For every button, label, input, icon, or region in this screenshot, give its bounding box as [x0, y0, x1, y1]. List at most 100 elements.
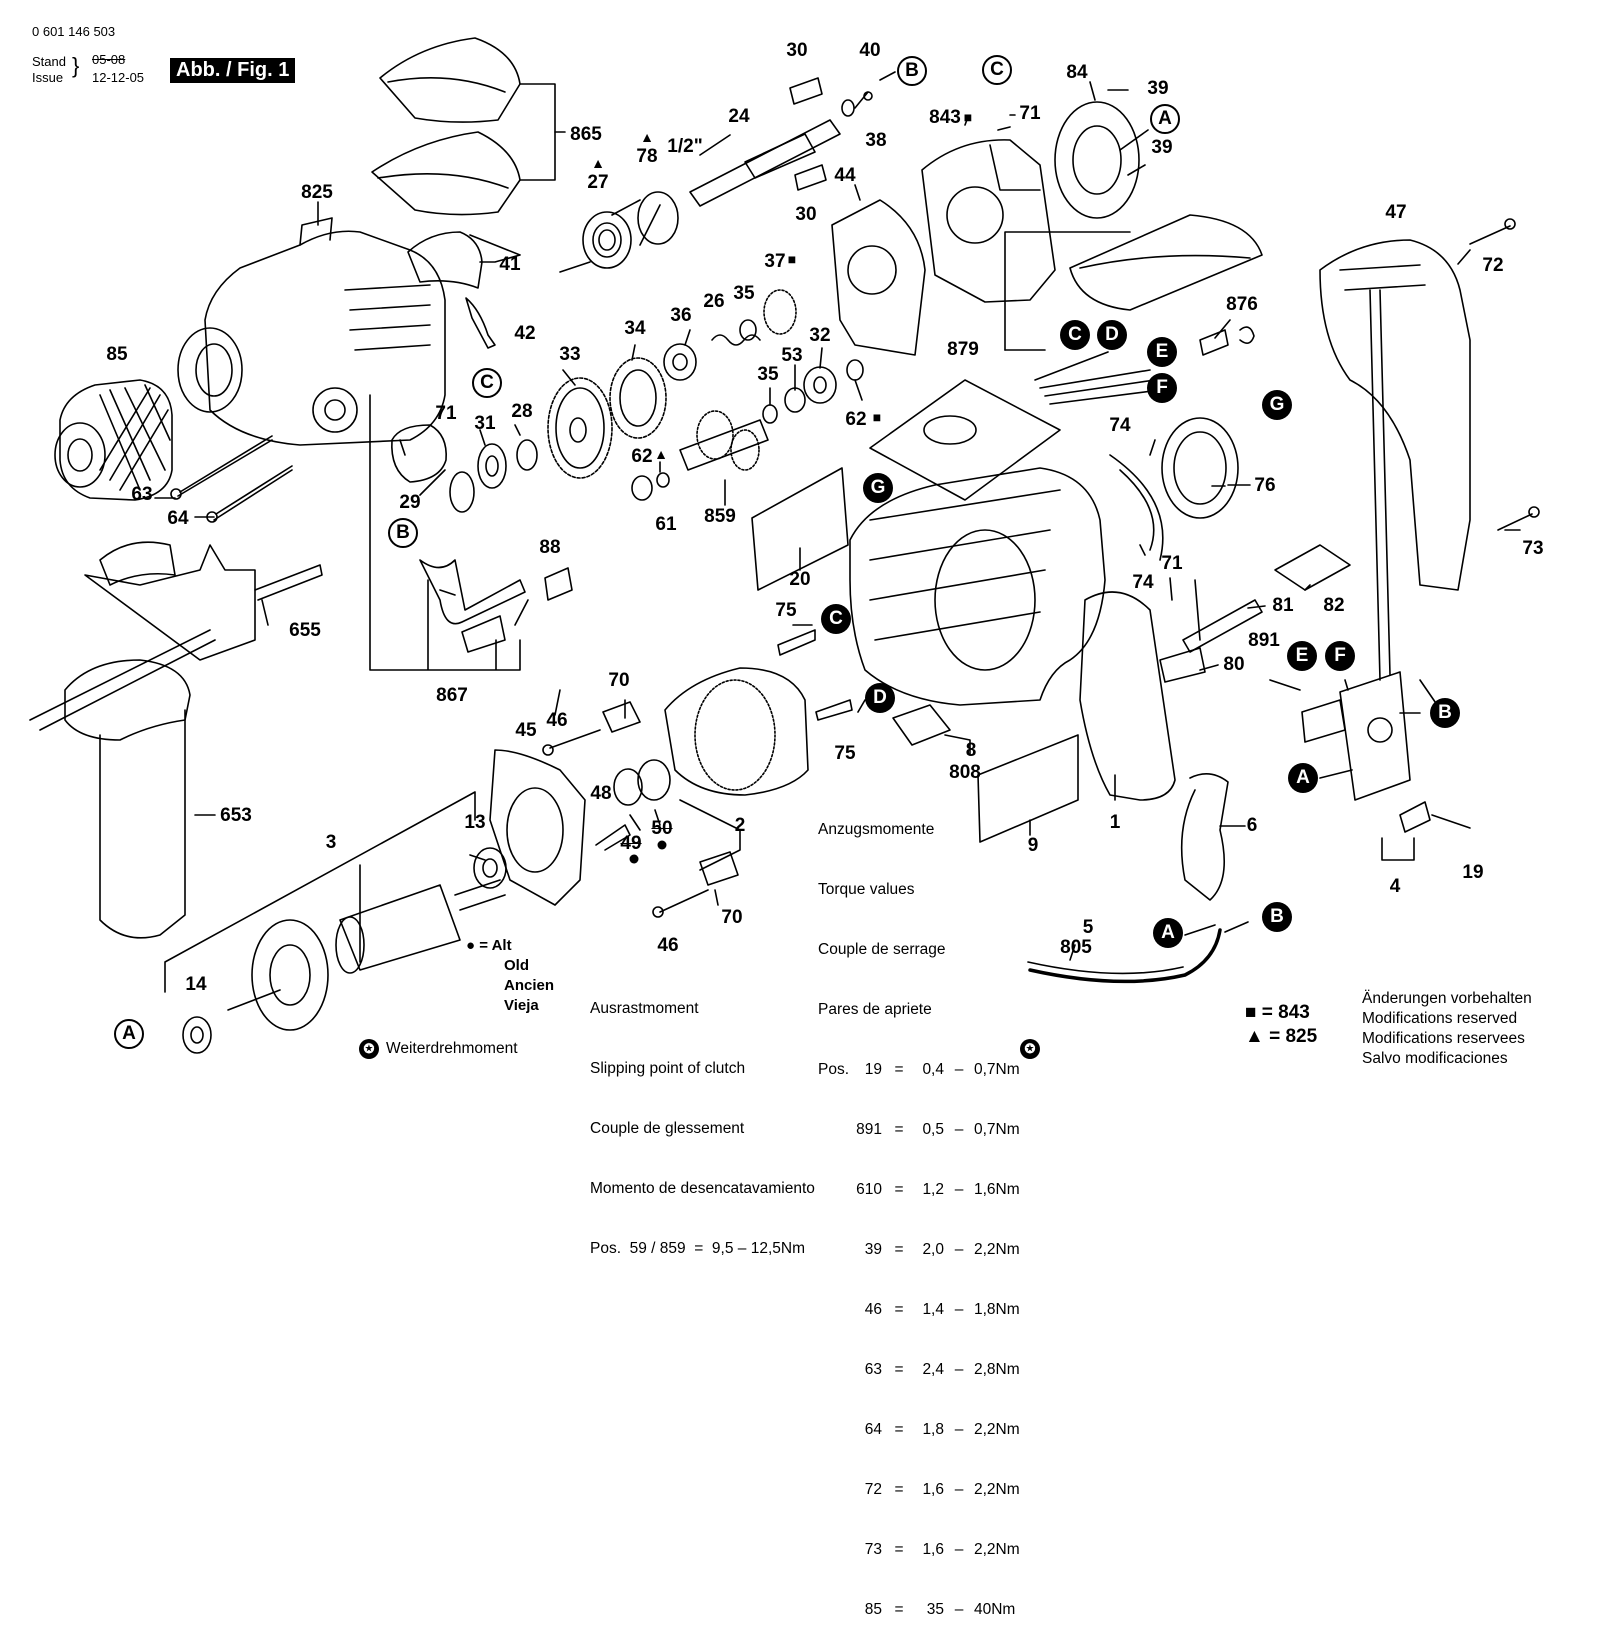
torque-row: 63 = 2,4 – 2,8Nm — [818, 1360, 1020, 1380]
part-label: 859 — [704, 506, 736, 527]
torque-min: 2,0 — [922, 1241, 944, 1258]
part-label: 33 — [559, 344, 581, 365]
part-label: 879 — [947, 339, 979, 360]
triangle-marker: ▲ — [654, 446, 668, 462]
torque-min: 35 — [926, 1601, 944, 1618]
gear-housing-825 — [177, 201, 446, 446]
part-label: 35 — [733, 283, 755, 304]
connector-circle: E — [1147, 337, 1177, 367]
stand-label: Stand — [32, 54, 66, 69]
torque-max: 0,7Nm — [974, 1061, 1020, 1078]
part-label: 44 — [834, 165, 856, 186]
part-label: 61 — [655, 514, 677, 535]
part-label: 70 — [721, 907, 743, 928]
part-label: 73 — [1522, 538, 1544, 559]
part-label: 655 — [289, 620, 321, 641]
torque-min: 1,2 — [922, 1181, 944, 1198]
torque-max: 2,2Nm — [974, 1241, 1020, 1258]
triangle-marker: ▲ — [640, 129, 654, 145]
part-label: 53 — [781, 345, 803, 366]
connector-circle: A — [1288, 763, 1318, 793]
part-label: 31 — [474, 413, 496, 434]
torque-pos: 63 — [864, 1361, 882, 1378]
clutch-pos-line: Pos. 59 / 859 = 9,5 – 12,5Nm — [590, 1240, 805, 1257]
part-label: 865 — [570, 124, 602, 145]
part-label: 40 — [859, 40, 881, 61]
torque-min: 1,4 — [922, 1301, 944, 1318]
part-label: 29 — [399, 492, 421, 513]
part-label: 808 — [949, 762, 981, 783]
part-label: 653 — [220, 805, 252, 826]
part-label: 39 — [1151, 137, 1173, 158]
part-label: 30 — [795, 204, 817, 225]
connector-circle: G — [863, 473, 893, 503]
part-label: 6 — [1246, 815, 1258, 836]
part-label: 48 — [590, 783, 612, 804]
torque-title-fr: Couple de serrage — [818, 941, 946, 958]
connector-circle: B — [1262, 902, 1292, 932]
torque-row: 73 = 1,6 – 2,2Nm — [818, 1540, 1020, 1560]
part-label: 46 — [546, 710, 568, 731]
legend-old-es: Vieja — [504, 997, 539, 1014]
part-label: 74 — [1132, 572, 1154, 593]
part-label: 27 — [587, 172, 609, 193]
torque-max: 1,8Nm — [974, 1301, 1020, 1318]
part-label: 81 — [1272, 595, 1294, 616]
part-label: 1 — [1109, 812, 1121, 833]
torque-pos: 72 — [864, 1481, 882, 1498]
torque-row: 72 = 1,6 – 2,2Nm — [818, 1480, 1020, 1500]
connector-circle: B — [388, 518, 418, 548]
star-icon: ✪ — [359, 1039, 379, 1059]
part-label: 78 — [636, 146, 658, 167]
part-label: 70 — [608, 670, 630, 691]
torque-max: 0,7Nm — [974, 1121, 1020, 1138]
connector-circle: A — [1150, 104, 1180, 134]
part-label: 5 — [1082, 917, 1094, 938]
stand-date: 05-08 — [92, 52, 126, 67]
part-label: 20 — [789, 569, 811, 590]
torque-pos: 73 — [864, 1541, 882, 1558]
connector-circle: D — [865, 683, 895, 713]
legend-old-symbol: ● = Alt — [466, 937, 512, 954]
issue-label: Issue — [32, 70, 64, 85]
torque-pos: 46 — [864, 1301, 882, 1318]
connector-circle: D — [1097, 320, 1127, 350]
part-label: 24 — [728, 106, 750, 127]
part-label: 843 — [929, 107, 961, 128]
symbol-legend: ■ = 843 ▲ = 825 — [1245, 1001, 1317, 1049]
torque-title-de: Anzugsmomente — [818, 821, 935, 838]
part-label: 32 — [809, 325, 831, 346]
issue-date: 12-12-05 — [92, 70, 145, 85]
part-label: 1/2" — [667, 136, 703, 157]
torque-row: 85 = 35 – 40Nm — [818, 1600, 1020, 1620]
chuck-85 — [54, 379, 173, 501]
torque-row: 610 = 1,2 – 1,6Nm — [818, 1180, 1020, 1200]
torque-min: 2,4 — [922, 1361, 944, 1378]
modifications-note: Änderungen vorbehalten Modifications res… — [1362, 989, 1532, 1069]
part-label: 71 — [1161, 553, 1183, 574]
connector-circle: B — [1430, 698, 1460, 728]
part-label: 80 — [1223, 654, 1245, 675]
torque-min: 1,6 — [922, 1541, 944, 1558]
part-label: 34 — [624, 318, 646, 339]
part-label: 19 — [1462, 862, 1484, 883]
part-label: 62 — [631, 446, 653, 467]
torque-max: 2,2Nm — [974, 1421, 1020, 1438]
legend-old: ● = Alt Old Ancien Vieja — [466, 936, 554, 1016]
torque-row: 46 = 1,4 – 1,8Nm — [818, 1300, 1020, 1320]
star-icon: ✪ — [1020, 1039, 1040, 1059]
mod-es: Salvo modificaciones — [1362, 1050, 1508, 1067]
mod-fr: Modifications reservees — [1362, 1030, 1525, 1047]
screws-63-64 — [170, 435, 293, 523]
part-label: 85 — [106, 344, 128, 365]
torque-row: Pos. 19 = 0,4 – 0,7Nm — [818, 1061, 1020, 1078]
torque-min: 1,8 — [922, 1421, 944, 1438]
part-label: 26 — [703, 291, 725, 312]
connector-circle: A — [1153, 918, 1183, 948]
cover-part-865 — [371, 37, 566, 216]
connector-circle: C — [821, 604, 851, 634]
pos-label: Pos. — [818, 1061, 850, 1078]
clutch-title-es: Momento de desencatavamiento — [590, 1180, 815, 1197]
clutch-slipping-table: Ausrastmoment Slipping point of clutch C… — [590, 959, 815, 1279]
part-label: 62 — [845, 409, 867, 430]
